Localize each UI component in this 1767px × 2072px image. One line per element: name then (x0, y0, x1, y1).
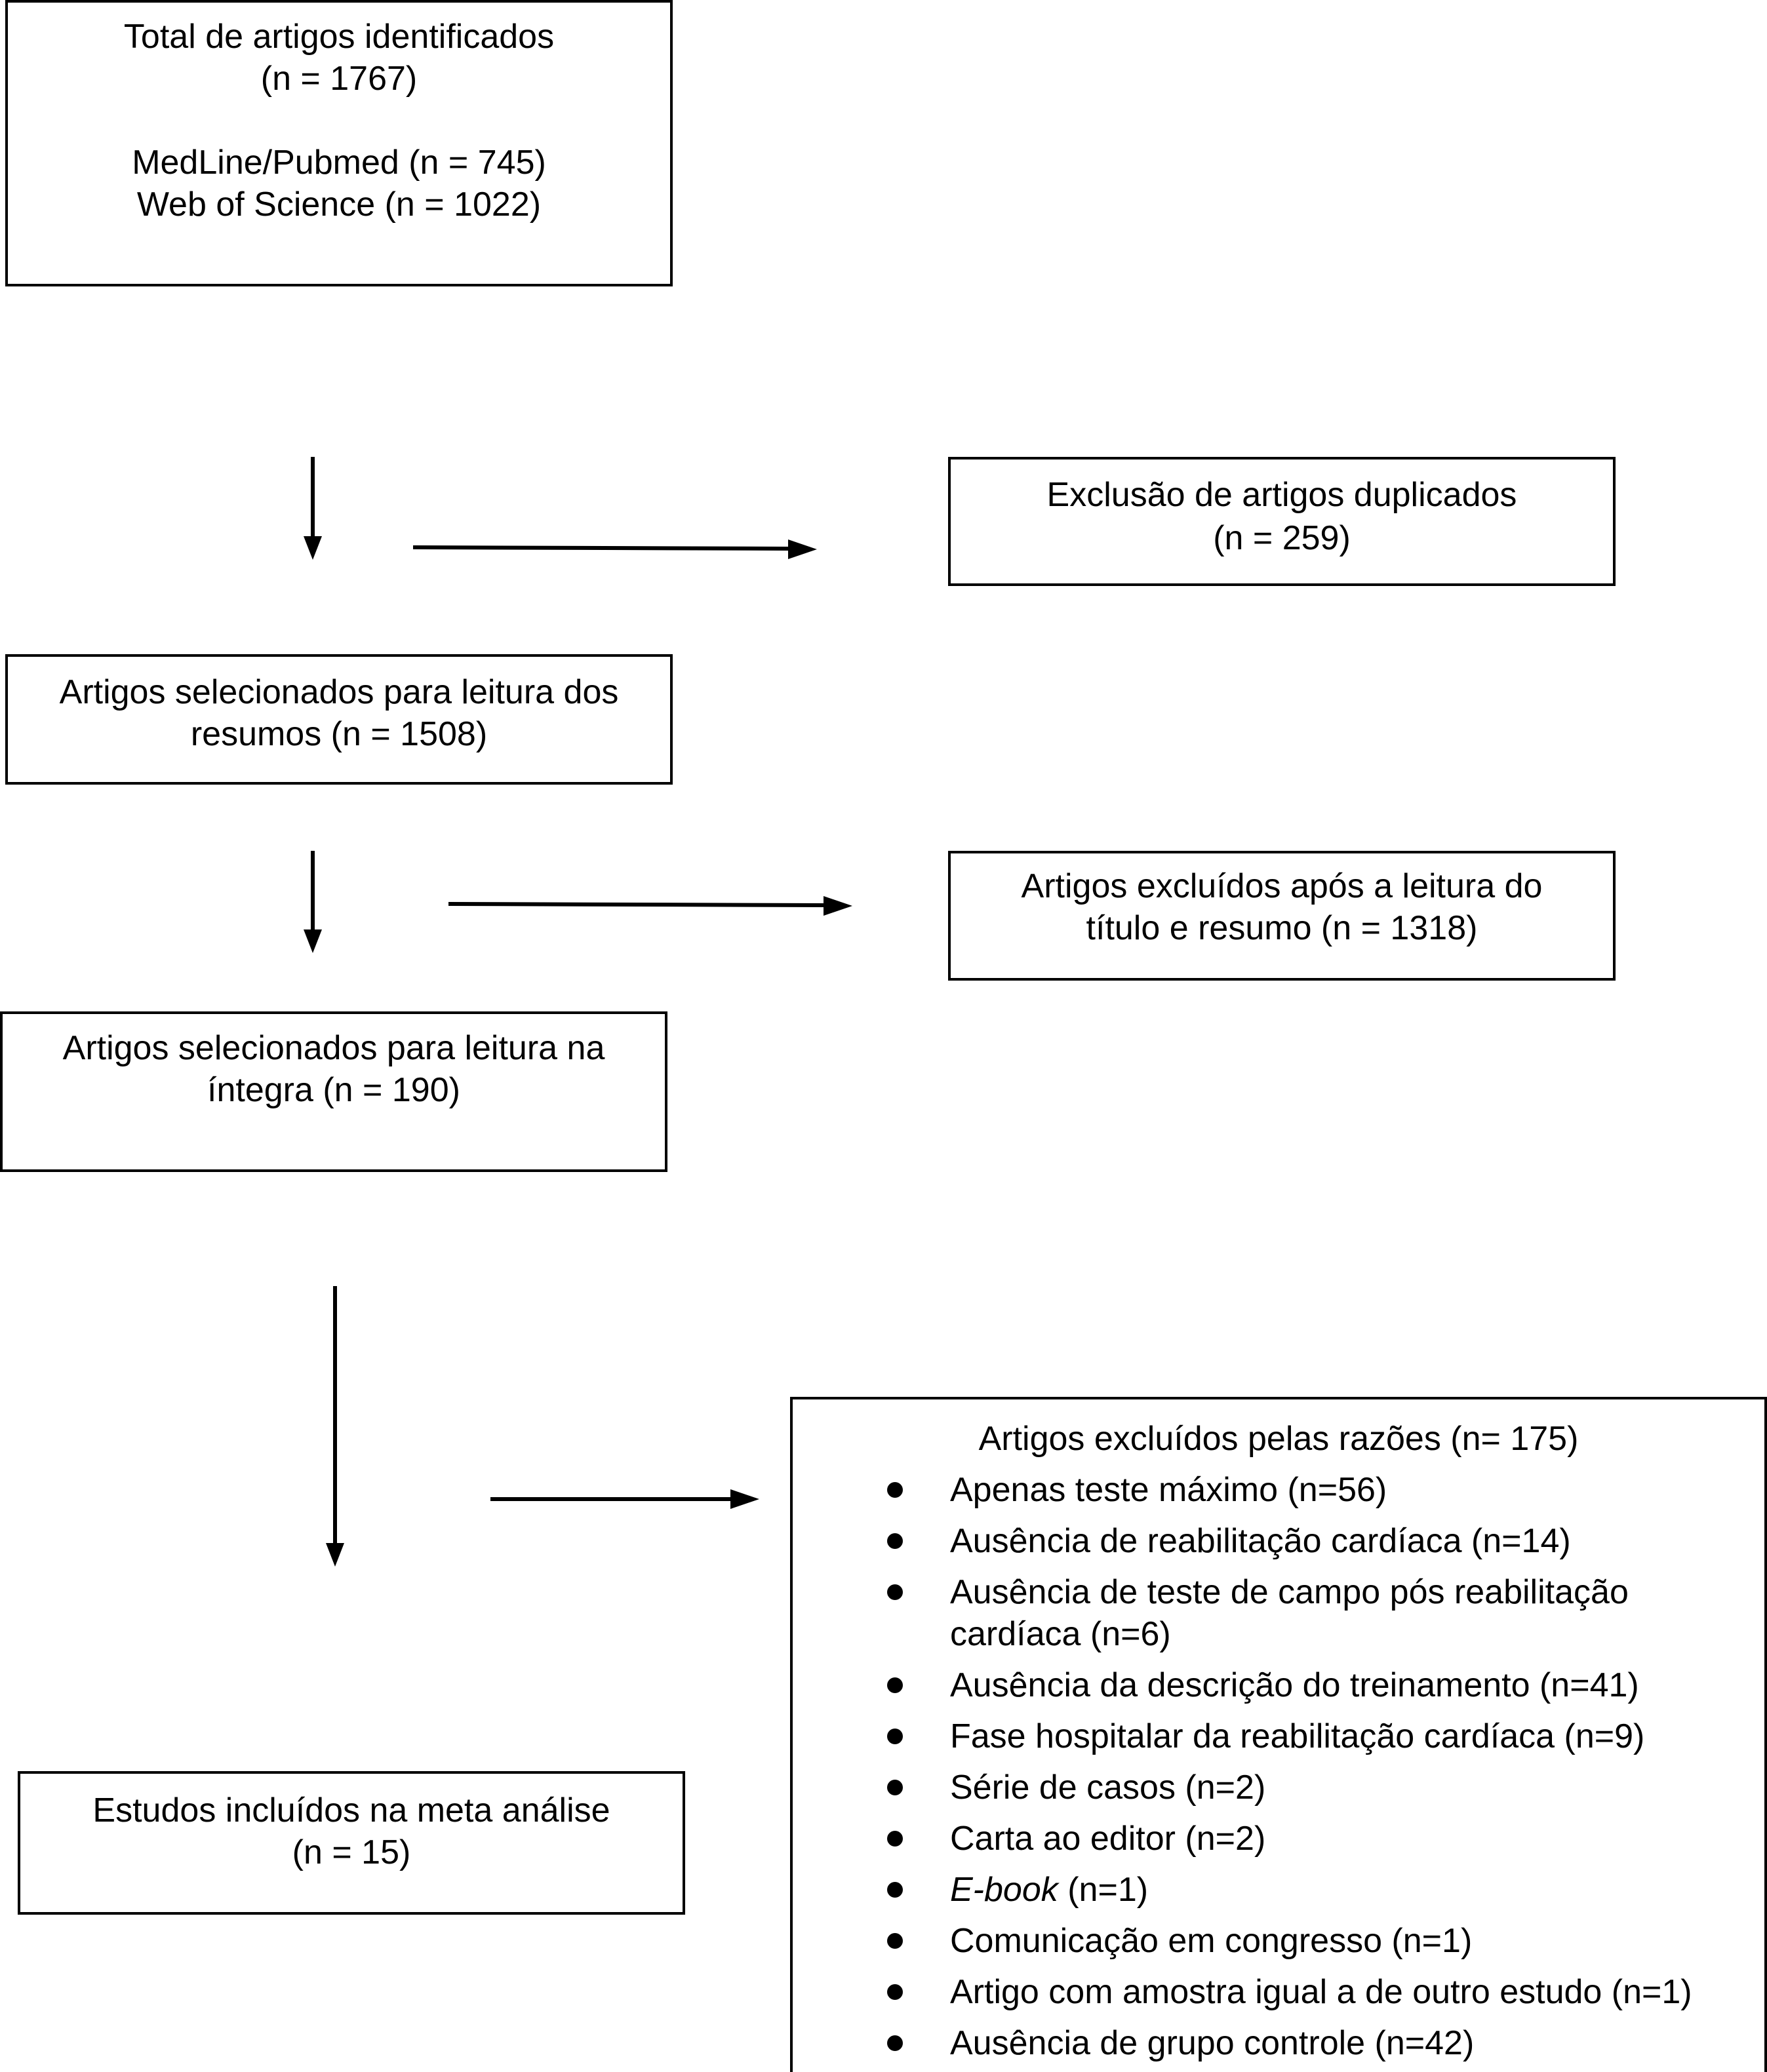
reason-item: Artigo com amostra igual a de outro estu… (887, 1971, 1763, 2013)
bullet-icon (887, 1984, 903, 2000)
arrow-right-1 (412, 545, 791, 551)
reason-text: E-book (n=1) (950, 1869, 1763, 1911)
box-duplicates-excluded: Exclusão de artigos duplicados (n = 259) (948, 457, 1616, 586)
arrowhead-down-2 (304, 929, 322, 953)
duplicates-count: (n = 259) (1213, 519, 1351, 557)
exclusion-reasons-title: Artigos excluídos pelas razões (n= 175) (978, 1420, 1579, 1458)
reason-text: Ausência de teste de campo pós reabilita… (950, 1573, 1629, 1611)
reason-item: Comunicação em congresso (n=1) (887, 1920, 1763, 1962)
arrowhead-right-1 (788, 539, 817, 559)
arrowhead-right-3 (730, 1489, 759, 1509)
reason-text: Ausência de reabilitação cardíaca (n=14) (950, 1522, 1571, 1560)
abstracts-count: resumos (n = 1508) (190, 715, 488, 753)
reason-item: Ausência da descrição do treinamento (n=… (887, 1664, 1763, 1706)
bullet-icon (887, 1729, 903, 1744)
reason-text: Carta ao editor (n=2) (950, 1820, 1266, 1858)
total-identified-count: (n = 1767) (260, 60, 418, 98)
reason-text: Fase hospitalar da reabilitação cardíaca… (950, 1717, 1645, 1755)
included-count: (n = 15) (292, 1833, 411, 1871)
reason-item: Carta ao editor (n=2) (887, 1818, 1763, 1860)
fulltext-label: Artigos selecionados para leitura na (62, 1029, 605, 1067)
exclusion-reasons-list: Apenas teste máximo (n=56) Ausência de r… (887, 1469, 1763, 2064)
arrowhead-down-3 (326, 1543, 344, 1567)
bullet-icon (887, 1584, 903, 1600)
reason-text: Artigo com amostra igual a de outro estu… (950, 1973, 1692, 2011)
fulltext-count: íntegra (n = 190) (207, 1071, 460, 1109)
reason-text-italic: E-book (950, 1871, 1058, 1909)
reason-item: Ausência de teste de campo pós reabilita… (887, 1571, 1763, 1655)
reason-item: Série de casos (n=2) (887, 1767, 1763, 1808)
reason-text: Ausência da descrição do treinamento (n=… (950, 1666, 1639, 1704)
total-identified-label: Total de artigos identificados (123, 18, 555, 56)
reason-item: Apenas teste máximo (n=56) (887, 1469, 1763, 1511)
bullet-icon (887, 1533, 903, 1549)
reason-text: Comunicação em congresso (n=1) (950, 1922, 1473, 1960)
reason-item: Ausência de reabilitação cardíaca (n=14) (887, 1520, 1763, 1562)
bullet-icon (887, 1482, 903, 1498)
arrowhead-down-1 (304, 536, 322, 560)
excluded-title-count: título e resumo (n = 1318) (1086, 909, 1478, 947)
bullet-icon (887, 1831, 903, 1847)
reason-text: Ausência de grupo controle (n=42) (950, 2024, 1475, 2062)
medline-count: MedLine/Pubmed (n = 745) (132, 144, 546, 182)
bullet-icon (887, 2035, 903, 2051)
reason-item: Fase hospitalar da reabilitação cardíaca… (887, 1715, 1763, 1757)
box-selected-abstracts: Artigos selecionados para leitura dos re… (5, 654, 673, 785)
reason-text-rest: (n=1) (1058, 1871, 1149, 1909)
bullet-icon (887, 1780, 903, 1795)
box-total-identified: Total de artigos identificados (n = 1767… (5, 0, 673, 286)
arrowhead-right-2 (824, 896, 852, 916)
box-selected-fulltext: Artigos selecionados para leitura na ínt… (0, 1011, 667, 1172)
arrow-right-2 (448, 902, 827, 907)
bullet-icon (887, 1677, 903, 1693)
reason-item: E-book (n=1) (887, 1869, 1763, 1911)
web-of-science-count: Web of Science (n = 1022) (136, 186, 542, 224)
reason-text: Apenas teste máximo (n=56) (950, 1471, 1387, 1509)
reason-text-continuation: cardíaca (n=6) (950, 1615, 1171, 1653)
reason-text: Série de casos (n=2) (950, 1769, 1266, 1807)
bullet-icon (887, 1882, 903, 1898)
box-included-studies: Estudos incluídos na meta análise (n = 1… (18, 1771, 685, 1915)
box-exclusion-reasons: Artigos excluídos pelas razões (n= 175) … (790, 1397, 1767, 2072)
box-excluded-title-abstract: Artigos excluídos após a leitura do títu… (948, 851, 1616, 981)
abstracts-label: Artigos selecionados para leitura dos (59, 673, 619, 711)
excluded-title-label: Artigos excluídos após a leitura do (1021, 867, 1543, 905)
duplicates-label: Exclusão de artigos duplicados (1046, 476, 1517, 514)
bullet-icon (887, 1933, 903, 1949)
reason-item: Ausência de grupo controle (n=42) (887, 2022, 1763, 2064)
included-label: Estudos incluídos na meta análise (92, 1791, 610, 1829)
